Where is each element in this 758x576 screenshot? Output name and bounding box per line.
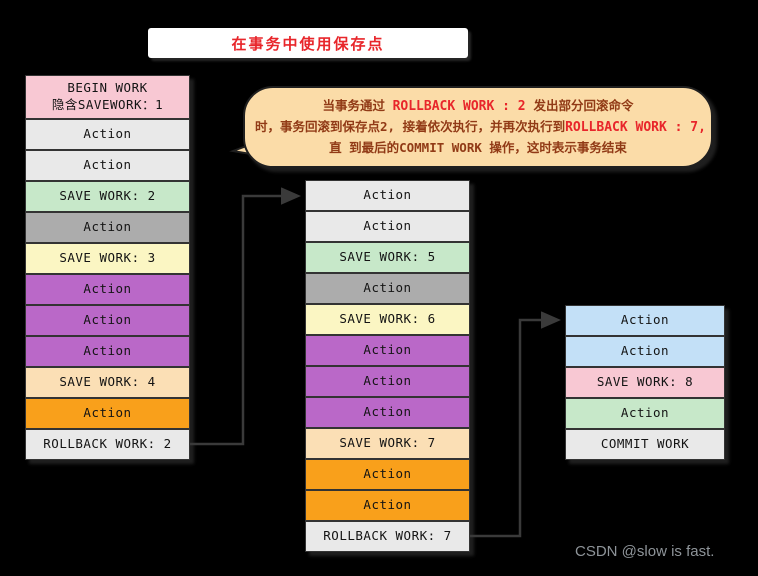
watermark: CSDN @slow is fast. [575,543,715,560]
bubble-text: 当事务通过 ROLLBACK WORK : 2 发出部分回滚命令时，事务回滚到保… [255,96,706,158]
row-action: Action [565,398,725,429]
row-save-work-7: SAVE WORK: 7 [305,428,470,459]
bubble-emphasis-text: ROLLBACK WORK : 7, [565,120,706,136]
diagram-title-text: 在事务中使用保存点 [231,34,385,53]
row-save-work-3: SAVE WORK: 3 [25,243,190,274]
row-action: Action [565,336,725,367]
row-action: Action [305,211,470,242]
row-action: Action [25,336,190,367]
bubble-line: 时，事务回滚到保存点2, 接着依次执行，并再次执行到ROLLBACK WORK … [255,117,706,138]
row-action: Action [305,180,470,211]
bubble-plain-text: 直 到最后的COMMIT WORK 操作，这时表示事务结束 [329,140,627,156]
row-action: Action [25,305,190,336]
row-action: Action [305,366,470,397]
arrow-rollback2-to-middle-icon [190,187,301,446]
row-save-work-2: SAVE WORK: 2 [25,181,190,212]
row-action: Action [25,274,190,305]
bubble-plain-text: 当事务通过 [322,98,393,114]
bubble-line: 当事务通过 ROLLBACK WORK : 2 发出部分回滚命令 [255,96,701,117]
row-save-work-4: SAVE WORK: 4 [25,367,190,398]
row-action: Action [305,490,470,521]
row-begin-work: BEGIN WORK 隐含SAVEWORK：1 [25,75,190,119]
row-save-work-5: SAVE WORK: 5 [305,242,470,273]
row-action: Action [305,459,470,490]
row-save-work-8: SAVE WORK: 8 [565,367,725,398]
row-action: Action [565,305,725,336]
row-action: Action [305,397,470,428]
row-rollback-work-7: ROLLBACK WORK: 7 [305,521,470,552]
bubble-emphasis-text: ROLLBACK WORK : 2 [392,99,534,115]
row-rollback-work-2: ROLLBACK WORK: 2 [25,429,190,460]
diagram-title: 在事务中使用保存点 [148,28,468,58]
row-commit-work: COMMIT WORK [565,429,725,460]
bubble-line: 直 到最后的COMMIT WORK 操作，这时表示事务结束 [255,138,701,157]
bubble-plain-text: 发出部分回滚命令 [533,98,634,114]
arrow-rollback7-to-right-icon [470,311,561,538]
row-action: Action [305,273,470,304]
row-action: Action [25,212,190,243]
row-action: Action [25,119,190,150]
bubble-plain-text: 时，事务回滚到保存点2, 接着依次执行，并再次执行到 [255,119,566,135]
row-action: Action [25,150,190,181]
row-save-work-6: SAVE WORK: 6 [305,304,470,335]
row-action: Action [25,398,190,429]
callout-bubble: 当事务通过 ROLLBACK WORK : 2 发出部分回滚命令时，事务回滚到保… [243,86,713,168]
row-action: Action [305,335,470,366]
